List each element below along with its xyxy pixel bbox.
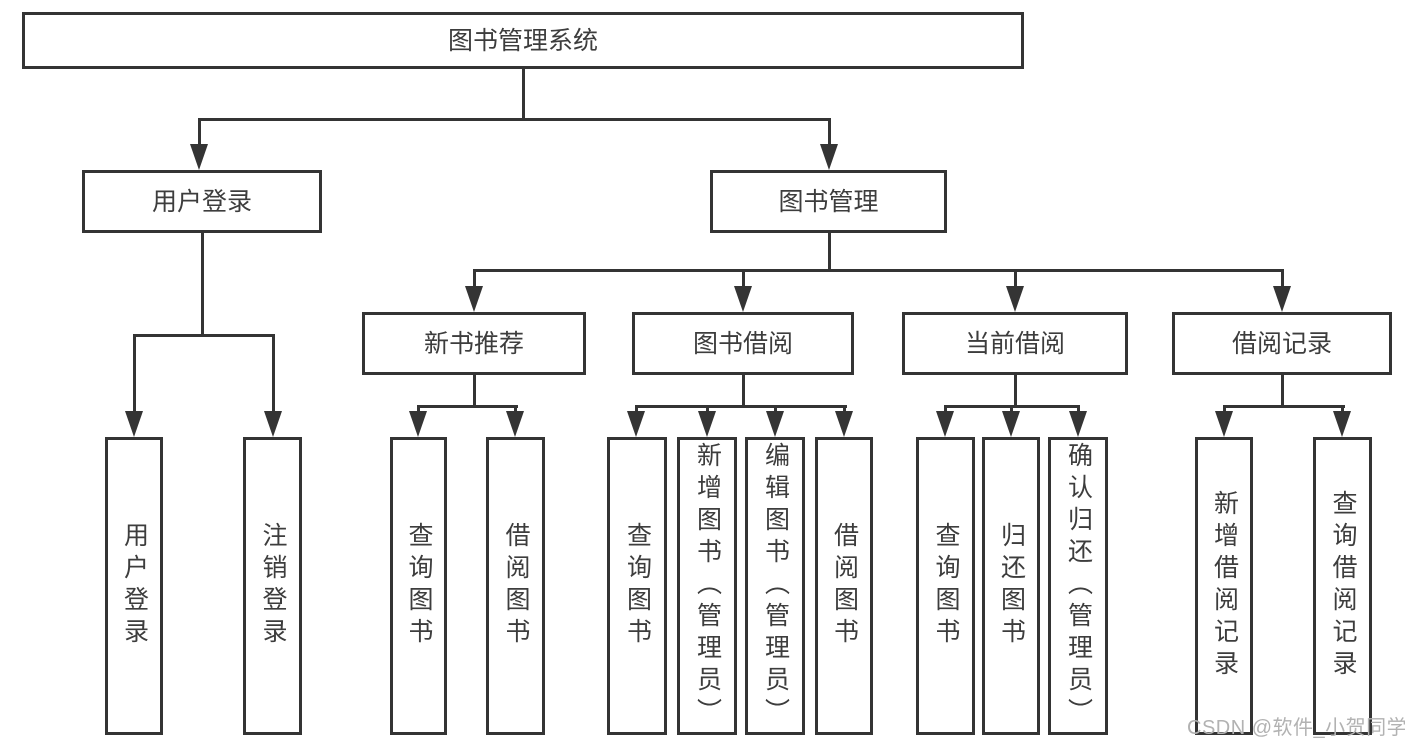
connector-vline (417, 406, 420, 415)
node-cb-confirm-return: 确认归还（管理员） (1048, 437, 1108, 735)
arrowhead-down (1333, 411, 1351, 437)
arrowhead-down (190, 144, 208, 170)
arrowhead-down (1002, 411, 1020, 437)
arrowhead-down (1069, 411, 1087, 437)
connector-vline (473, 375, 476, 408)
connector-vline (198, 119, 201, 148)
node-label: 图书借阅 (692, 329, 793, 358)
connector-hline (1223, 405, 1345, 408)
node-label: 查询图书 (932, 522, 960, 650)
node-cb-return-book: 归还图书 (982, 437, 1040, 735)
node-borrow-record: 借阅记录 (1172, 312, 1392, 375)
node-label: 图书管理 (778, 187, 879, 216)
connector-vline (201, 233, 204, 337)
arrowhead-down (734, 286, 752, 312)
node-label: 归还图书 (997, 522, 1026, 650)
node-label: 新增图书（管理员） (693, 442, 722, 730)
node-root: 图书管理系统 (22, 12, 1024, 69)
node-bb-borrow-book: 借阅图书 (815, 437, 873, 735)
arrowhead-down (698, 411, 716, 437)
arrowhead-down (627, 411, 645, 437)
arrowhead-down (1215, 411, 1233, 437)
connector-vline (272, 335, 275, 415)
connector-hline (635, 405, 847, 408)
node-br-query-record: 查询借阅记录 (1313, 437, 1372, 735)
connector-vline (473, 270, 476, 290)
node-label: 查询图书 (405, 522, 433, 650)
arrowhead-down (506, 411, 524, 437)
connector-vline (522, 69, 525, 121)
node-label: 借阅图书 (502, 522, 530, 650)
connector-vline (514, 406, 517, 415)
node-bb-query-book: 查询图书 (607, 437, 667, 735)
arrowhead-down (125, 411, 143, 437)
node-label: 用户登录 (120, 522, 149, 650)
node-current-borrow: 当前借阅 (902, 312, 1128, 375)
node-label: 确认归还（管理员） (1064, 442, 1093, 730)
node-label: 图书管理系统 (447, 26, 598, 55)
node-nbr-borrow-book: 借阅图书 (486, 437, 545, 735)
node-user-login: 用户登录 (82, 170, 322, 233)
arrowhead-down (936, 411, 954, 437)
connector-vline (828, 119, 831, 148)
arrowhead-down (264, 411, 282, 437)
connector-vline (944, 406, 947, 415)
node-bb-add-book: 新增图书（管理员） (677, 437, 737, 735)
connector-vline (1014, 270, 1017, 290)
connector-hline (417, 405, 518, 408)
connector-hline (133, 334, 275, 337)
node-label: 当前借阅 (964, 329, 1065, 358)
connector-vline (1010, 406, 1013, 415)
node-label: 查询借阅记录 (1329, 490, 1357, 682)
node-label: 新增借阅记录 (1210, 490, 1239, 682)
node-br-add-record: 新增借阅记录 (1195, 437, 1253, 735)
connector-vline (742, 270, 745, 290)
connector-vline (742, 375, 745, 408)
node-user-login-op: 用户登录 (105, 437, 163, 735)
node-label: 注销登录 (259, 522, 287, 650)
node-book-mgmt: 图书管理 (710, 170, 947, 233)
node-label: 新书推荐 (423, 329, 524, 358)
connector-vline (774, 406, 777, 415)
connector-vline (1223, 406, 1226, 415)
arrowhead-down (409, 411, 427, 437)
connector-hline (198, 118, 831, 121)
arrowhead-down (820, 144, 838, 170)
connector-vline (635, 406, 638, 415)
node-book-borrow: 图书借阅 (632, 312, 854, 375)
connector-vline (843, 406, 846, 415)
arrowhead-down (1006, 286, 1024, 312)
node-new-book-rec: 新书推荐 (362, 312, 586, 375)
connector-vline (828, 233, 831, 272)
connector-vline (1077, 406, 1080, 415)
node-nbr-query-book: 查询图书 (390, 437, 447, 735)
arrowhead-down (766, 411, 784, 437)
node-label: 用户登录 (151, 187, 252, 216)
node-logout-op: 注销登录 (243, 437, 302, 735)
connector-hline (473, 269, 1284, 272)
connector-vline (1341, 406, 1344, 415)
connector-vline (1014, 375, 1017, 408)
connector-vline (133, 335, 136, 415)
node-label: 查询图书 (623, 522, 652, 650)
node-label: 借阅图书 (830, 522, 859, 650)
arrowhead-down (835, 411, 853, 437)
node-bb-edit-book: 编辑图书（管理员） (745, 437, 805, 735)
node-label: 借阅记录 (1231, 329, 1332, 358)
node-label: 编辑图书（管理员） (761, 442, 790, 730)
connector-vline (706, 406, 709, 415)
node-cb-query-book: 查询图书 (916, 437, 975, 735)
arrowhead-down (1273, 286, 1291, 312)
arrowhead-down (465, 286, 483, 312)
watermark: CSDN @软件_小贺同学 (1187, 717, 1405, 739)
connector-vline (1281, 375, 1284, 408)
connector-vline (1281, 270, 1284, 290)
